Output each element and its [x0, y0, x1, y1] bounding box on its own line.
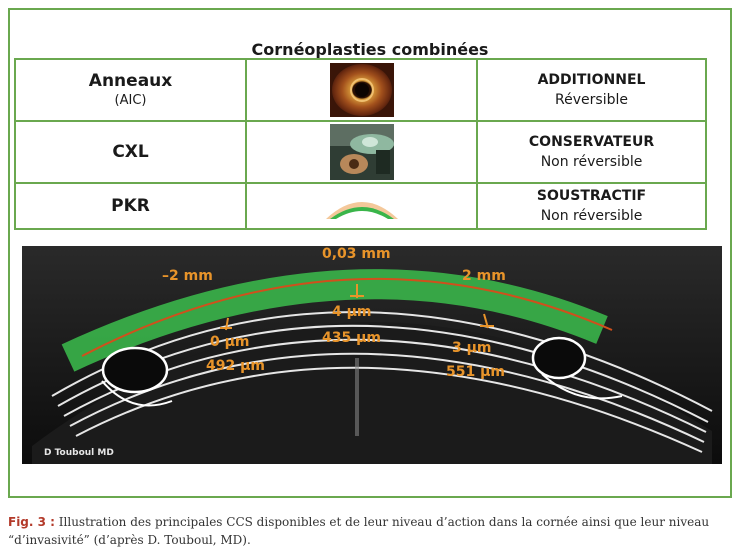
top-label: 0,03 mm [322, 246, 391, 262]
left-position-label: –2 mm [162, 268, 213, 284]
reversibility: Non réversible [540, 154, 643, 170]
right-depth-label: 3 µm [452, 340, 492, 356]
right-thickness-label: 551 µm [446, 364, 505, 380]
caption-text: Illustration des principales CCS disponi… [8, 515, 710, 547]
oct-labels: 0,03 mm –2 mm 2 mm 0 µm 492 µm 4 µm 435 … [0, 246, 742, 464]
action-cell: SOUSTRACTIF Non réversible [476, 182, 707, 230]
iris-photo [329, 63, 394, 117]
reversibility: Réversible [555, 92, 628, 108]
oct-scan [22, 246, 722, 464]
image-credit: D Touboul MD [44, 448, 114, 458]
technique-cell: Anneaux (AIC) [13, 58, 248, 122]
table-row: Anneaux (AIC) [13, 58, 707, 122]
figure-caption: Fig. 3 : Illustration des principales CC… [8, 513, 736, 549]
center-depth-label: 4 µm [332, 304, 372, 320]
table-row: CXL CONSERVATEUR Non réversible [13, 120, 707, 184]
right-ring-segment [531, 336, 587, 380]
center-thickness-label: 435 µm [322, 330, 381, 346]
technique-cell: PKR [13, 182, 248, 230]
left-thickness-label: 492 µm [206, 358, 265, 374]
left-depth-label: 0 µm [210, 334, 250, 350]
image-cell [245, 182, 479, 230]
table-title: Cornéoplasties combinées [251, 40, 489, 59]
oct-scan-image [22, 246, 722, 464]
reversibility: Non réversible [540, 208, 643, 224]
technique-name: CXL [112, 142, 149, 162]
cxl-photo [329, 124, 394, 180]
left-ring-segment [101, 346, 169, 394]
figure-number: Fig. 3 : [8, 515, 55, 529]
technique-name: Anneaux [88, 71, 173, 91]
action-type: SOUSTRACTIF [536, 188, 647, 204]
action-type: CONSERVATEUR [528, 134, 655, 150]
image-cell [245, 120, 479, 184]
technique-cell: CXL [13, 120, 248, 184]
action-type: ADDITIONNEL [537, 72, 646, 88]
ablation-icon [325, 202, 398, 219]
techniques-table: Anneaux (AIC) [13, 58, 707, 230]
technique-subtitle: (AIC) [114, 93, 147, 108]
image-cell [245, 58, 479, 122]
action-cell: CONSERVATEUR Non réversible [476, 120, 707, 184]
action-cell: ADDITIONNEL Réversible [476, 58, 707, 122]
right-position-label: 2 mm [462, 268, 506, 284]
technique-name: PKR [111, 196, 150, 216]
table-row: PKR SOUSTRACTIF Non réversible [13, 182, 707, 230]
